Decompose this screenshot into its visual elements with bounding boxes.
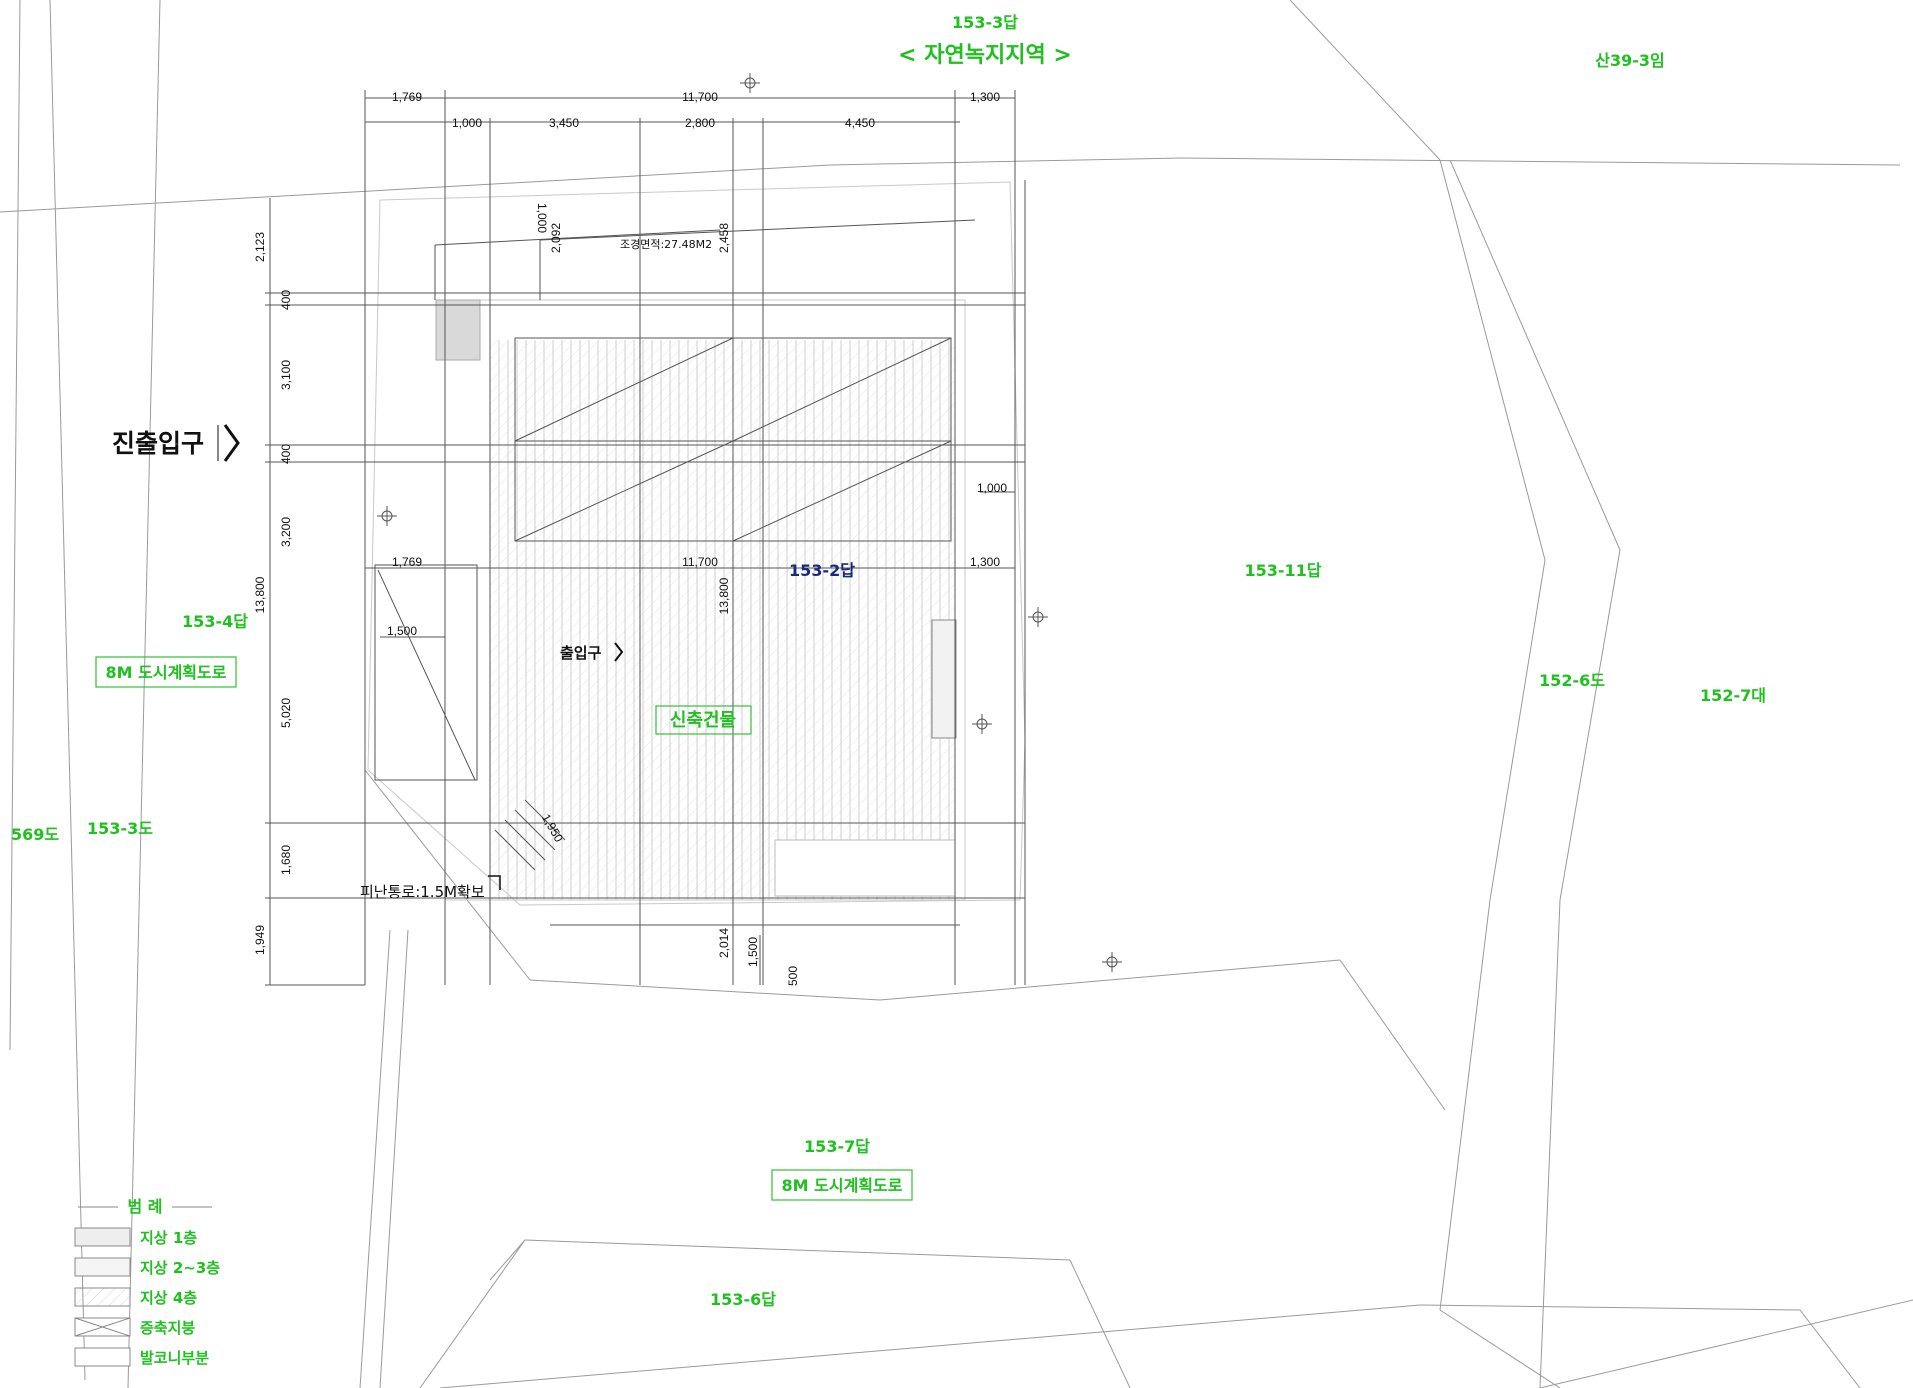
dim-mid-1: 1,769 xyxy=(392,555,422,569)
lot-labels: 153-3답 < 자연녹지지역 > 산39-3임 153-4답 8M 도시계획도… xyxy=(11,13,1766,1309)
level-markers xyxy=(377,73,1122,972)
legend-title: 범 례 xyxy=(127,1197,162,1216)
entrance-arrows xyxy=(217,424,624,890)
legend-item-4: 증축지붕 xyxy=(140,1319,195,1337)
lot-153-3: 153-3답 xyxy=(952,13,1018,32)
legend-item-1: 지상 1층 xyxy=(140,1229,197,1247)
lot-153-2: 153-2답 xyxy=(789,561,855,580)
dim-mid-2: 11,700 xyxy=(682,555,718,569)
main-labels: 진출입구 출입구 피난통로:1.5M확보 조경면적:27.48M2 153-2답 xyxy=(112,238,855,901)
dim-left-1: 2,123 xyxy=(253,232,267,262)
zone-label: < 자연녹지지역 > xyxy=(898,43,1072,68)
dim-left-5: 3,200 xyxy=(279,517,293,547)
dim-left-4: 400 xyxy=(279,444,293,464)
building-label-box xyxy=(655,705,752,735)
legend-item-3: 지상 4층 xyxy=(140,1289,197,1307)
lot-152-6: 152-6도 xyxy=(1539,671,1605,690)
legend: 범 례 지상 1층 지상 2~3층 지상 4층 증축지붕 발코니부분 xyxy=(74,1197,220,1367)
dim-1500-horizontal: 1,500 xyxy=(387,624,417,638)
dim-top-outer-2: 11,700 xyxy=(682,90,718,104)
lot-153-3do: 153-3도 xyxy=(87,819,153,838)
landscape-area-label: 조경면적:27.48M2 xyxy=(620,238,712,251)
building-label: 신축건물 xyxy=(670,710,736,731)
dim-mid-3: 1,300 xyxy=(970,555,1000,569)
dim-1500-vertical: 1,500 xyxy=(746,937,760,967)
stair xyxy=(494,799,566,871)
dim-left-9: 1,949 xyxy=(253,925,267,955)
dim-top-outer-3: 1,300 xyxy=(970,90,1000,104)
lot-153-6: 153-6답 xyxy=(710,1290,776,1309)
dim-1000-vertical: 1,000 xyxy=(535,203,549,233)
lot-153-11: 153-11답 xyxy=(1244,561,1321,580)
main-entrance-label: 진출입구 xyxy=(112,429,204,458)
dim-top-inner-1: 1,000 xyxy=(452,116,482,130)
dim-2014: 2,014 xyxy=(717,928,731,958)
lot-san39-3: 산39-3임 xyxy=(1595,51,1664,70)
dim-top-inner-4: 4,450 xyxy=(845,116,875,130)
dim-left-2: 400 xyxy=(279,290,293,310)
dim-1000-horizontal: 1,000 xyxy=(977,481,1007,495)
dim-2458: 2,458 xyxy=(717,223,731,253)
lot-152-7: 152-7대 xyxy=(1700,686,1766,705)
lot-569: 569도 xyxy=(11,825,59,844)
dim-left-8: 1,680 xyxy=(279,845,293,875)
lot-153-7: 153-7답 xyxy=(804,1137,870,1156)
south-road-box xyxy=(771,1169,913,1201)
dimension-texts: 1,769 11,700 1,300 1,000 3,450 2,800 4,4… xyxy=(253,90,1007,986)
legend-item-5: 발코니부분 xyxy=(140,1349,209,1367)
site-boundary xyxy=(367,181,1026,906)
dim-top-inner-3: 2,800 xyxy=(685,116,715,130)
dimension-lines xyxy=(265,90,1026,986)
west-road-box xyxy=(95,656,237,688)
dim-left-3: 3,100 xyxy=(279,360,293,390)
dim-left-7: 5,020 xyxy=(279,698,293,728)
south-road-label: 8M 도시계획도로 xyxy=(782,1176,903,1195)
dim-2092: 2,092 xyxy=(549,223,563,253)
lot-153-4: 153-4답 xyxy=(182,612,248,631)
evac-label: 피난통로:1.5M확보 xyxy=(360,883,485,901)
dim-left-6: 13,800 xyxy=(253,576,267,613)
legend-item-2: 지상 2~3층 xyxy=(140,1259,220,1277)
west-road-label: 8M 도시계획도로 xyxy=(106,663,227,682)
dim-13800-vertical: 13,800 xyxy=(717,577,731,614)
dim-500: 500 xyxy=(786,966,800,986)
dim-top-outer-1: 1,769 xyxy=(392,90,422,104)
entrance-label: 출입구 xyxy=(560,644,602,662)
dim-top-inner-2: 3,450 xyxy=(549,116,579,130)
